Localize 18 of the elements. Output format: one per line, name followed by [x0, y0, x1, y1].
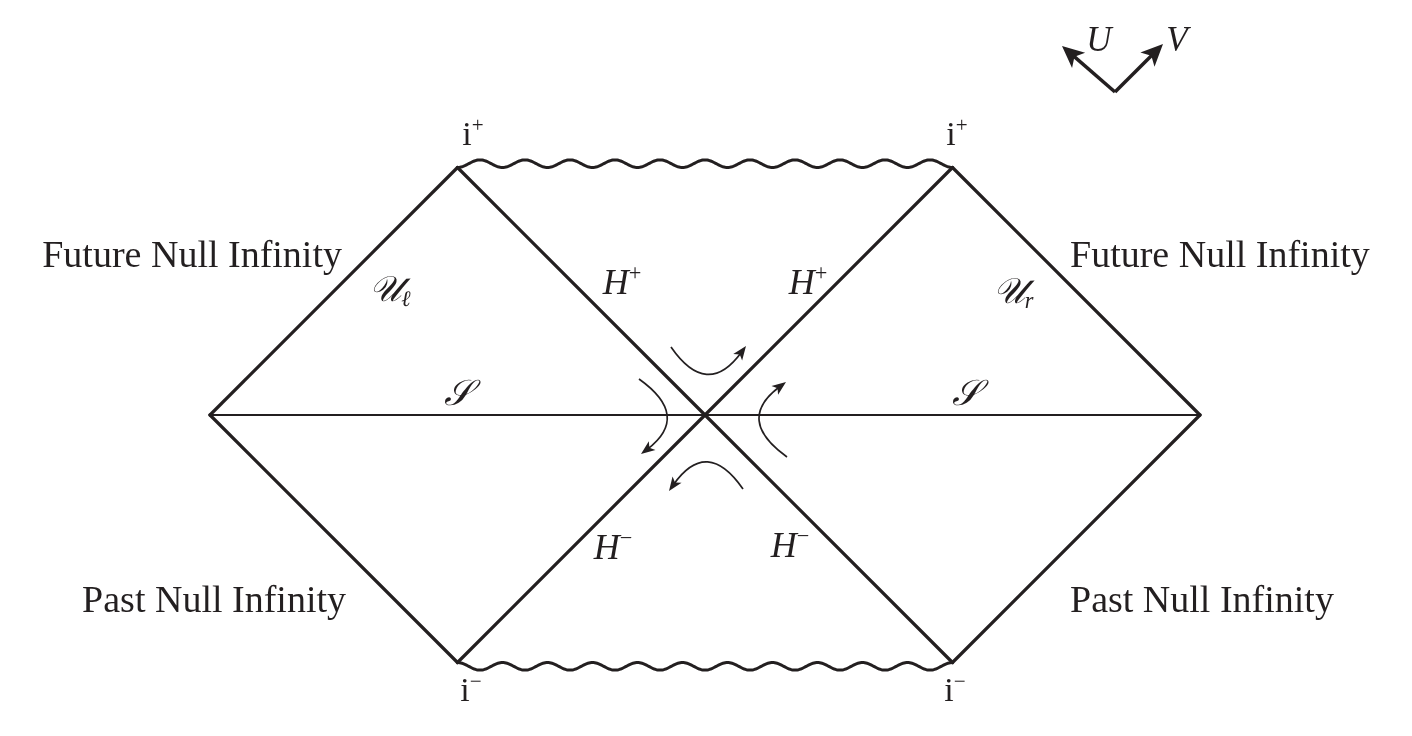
horizon-label: H$^{+}$	[601, 262, 643, 304]
coordinate-label: V	[1160, 19, 1194, 61]
boundary-label: Future Null Infinity	[42, 233, 342, 277]
vertex-label: i$^{+}$	[462, 114, 484, 154]
coordinate-label: U	[1085, 19, 1115, 61]
vertex-label: i$^{−}$	[460, 670, 482, 710]
slice-label: 𝒮	[945, 373, 987, 415]
vertex-label: i$^{+}$	[946, 114, 968, 154]
vertex-label: i$^{−}$	[944, 670, 966, 710]
boundary-label: Past Null Infinity	[1070, 578, 1334, 622]
horizon-label: H$^{−}$	[592, 527, 634, 569]
region-label: 𝒰$_{ℓ}$	[368, 269, 412, 311]
boundary-label: Future Null Infinity	[1070, 233, 1370, 277]
region-label: 𝒰$_{r}$	[991, 271, 1036, 313]
boundary-label: Past Null Infinity	[82, 578, 346, 622]
slice-label: 𝒮	[437, 373, 479, 415]
horizon-label: H$^{+}$	[787, 262, 829, 304]
horizon-label: H$^{−}$	[769, 525, 811, 567]
